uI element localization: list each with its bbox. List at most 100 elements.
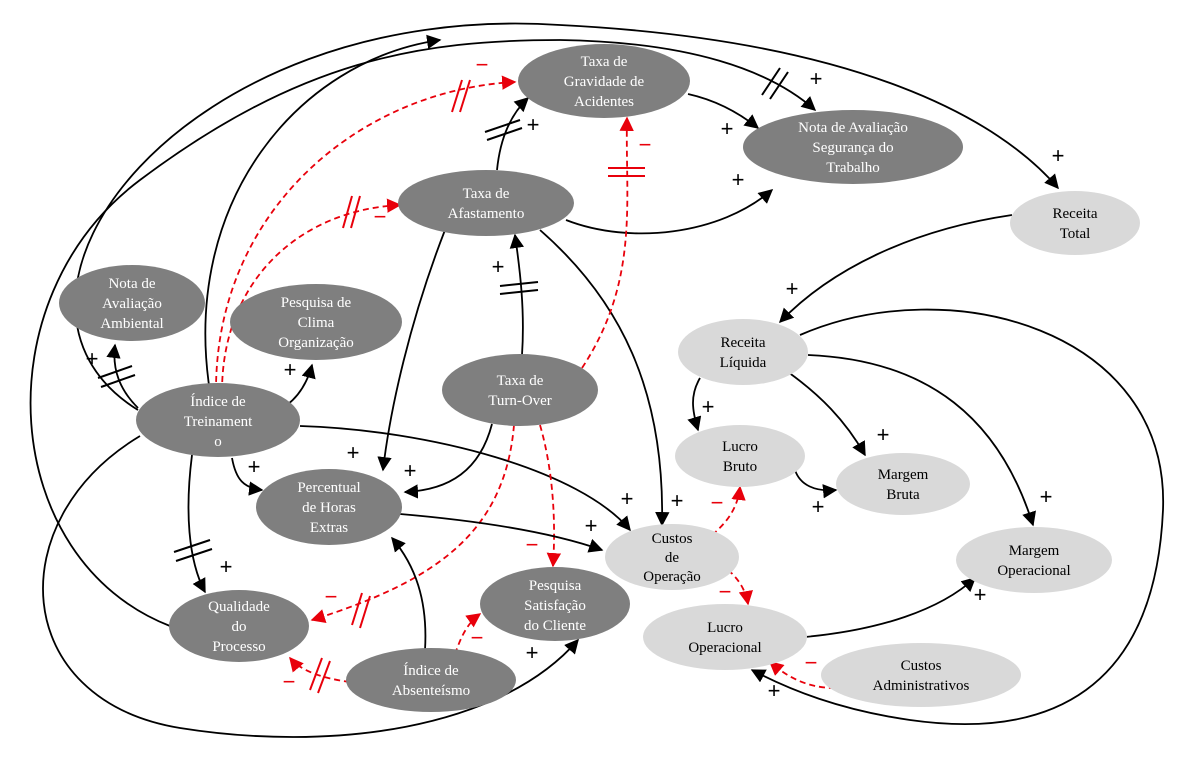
delay-mark	[342, 195, 361, 229]
edge-custos-lucro-bruto-red	[711, 485, 746, 536]
edge-afastamento-horas	[377, 229, 446, 472]
sign-plus: +	[812, 494, 825, 519]
edge-absenteismo-qualidade-red	[289, 656, 351, 683]
edge-gravidade-seguranca	[687, 93, 760, 129]
sign-plus: +	[526, 640, 539, 665]
sign-plus: +	[702, 394, 715, 419]
edge-absenteismo-horas	[391, 536, 427, 651]
sign-minus: −	[325, 584, 338, 609]
sign-minus: −	[711, 490, 724, 515]
edge-treinamento-clima	[286, 363, 316, 406]
delay-mark	[451, 79, 471, 113]
delay-mark	[351, 592, 371, 629]
sign-plus: +	[1052, 143, 1065, 168]
sign-plus: +	[86, 346, 99, 371]
delay-mark	[608, 167, 645, 177]
sign-plus: +	[248, 454, 261, 479]
edge-liquida-margem-operacional	[807, 354, 1036, 527]
edge-qualidade-nota-seguranca	[29, 39, 817, 627]
edge-treinamento-horas	[231, 457, 264, 496]
edge-lucro-bruto-margem-bruta	[794, 469, 838, 499]
sign-plus: +	[786, 276, 799, 301]
sign-minus: −	[283, 669, 296, 694]
sign-plus: +	[671, 488, 684, 513]
sign-plus: +	[220, 554, 233, 579]
edge-treinamento-gravidade-red	[215, 75, 517, 393]
edge-turnover-afastamento	[509, 233, 524, 356]
delay-mark	[761, 67, 789, 100]
sign-minus: −	[526, 532, 539, 557]
delay-marks	[97, 67, 789, 694]
edge-treinamento-qualidade	[187, 454, 206, 594]
sign-plus: +	[877, 422, 890, 447]
edge-liquida-lucro-bruto	[687, 377, 702, 432]
sign-plus: +	[810, 66, 823, 91]
edge-afastamento-seguranca	[565, 189, 774, 235]
sign-plus: +	[585, 513, 598, 538]
edge-liquida-lucro-operacional	[750, 308, 1164, 726]
edge-afastamento-gravidade	[496, 97, 530, 171]
edge-turnover-satisfacao-red	[539, 424, 562, 568]
sign-plus: +	[721, 116, 734, 141]
delay-mark	[173, 539, 213, 562]
sign-plus: +	[732, 167, 745, 192]
sign-minus: −	[476, 52, 489, 77]
sign-plus: +	[492, 254, 505, 279]
sign-plus: +	[768, 678, 781, 703]
polarity-signs: + − + + − + + − + + + + + + + + + + + − …	[86, 52, 1065, 703]
sign-plus: +	[284, 357, 297, 382]
sign-plus: +	[974, 582, 987, 607]
edge-treinamento-afastamento-red	[221, 198, 402, 393]
sign-plus: +	[1040, 484, 1053, 509]
delay-mark	[309, 657, 331, 694]
sign-plus: +	[621, 486, 634, 511]
sign-plus: +	[347, 440, 360, 465]
edge-treinamento-taxa-gravidade-black	[204, 34, 442, 393]
delay-mark	[97, 365, 136, 388]
delay-mark	[499, 281, 539, 295]
edge-horas-custos	[399, 513, 604, 553]
sign-plus: +	[527, 112, 540, 137]
delay-mark	[484, 119, 523, 141]
edge-turnover-gravidade-red	[581, 116, 634, 369]
edge-treinamento-ambiental	[106, 343, 139, 409]
sign-minus: −	[719, 579, 732, 604]
sign-minus: −	[805, 650, 818, 675]
